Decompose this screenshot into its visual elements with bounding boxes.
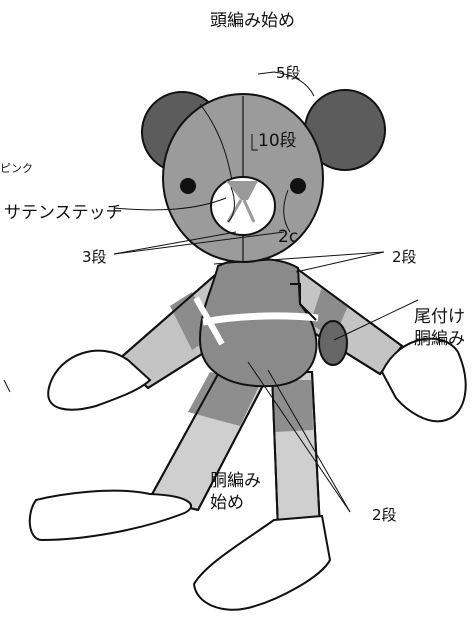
- mouth-line: [227, 186, 235, 223]
- right-paw: [380, 337, 467, 423]
- nose-satin-stitch: [226, 181, 258, 200]
- head-start-label: 頭編み始め: [210, 11, 295, 31]
- leader-lines: [3, 71, 419, 513]
- right-foot: [192, 514, 332, 611]
- muzzle: [210, 176, 276, 236]
- left-foot: [28, 489, 193, 542]
- right-leg: [270, 371, 322, 532]
- body-start-label-2: 始め: [210, 493, 244, 513]
- torso: [198, 257, 318, 388]
- mouth-stitch: [226, 199, 256, 223]
- tail-attach-label-1: 尾付け: [414, 307, 465, 327]
- tail-attach-label-2: 胴編み: [414, 329, 465, 349]
- tail: [318, 320, 348, 366]
- rows-3-label: 3段: [82, 248, 107, 266]
- right-shoulder-notch: [290, 283, 317, 321]
- rows-2-leg-label: 2段: [372, 506, 397, 524]
- left-leg: [148, 354, 274, 512]
- left-sleeve-stripe: [193, 296, 225, 346]
- rows-5-label: 5段: [276, 64, 301, 82]
- satin-stitch-label: サテンステッチ: [4, 203, 123, 223]
- left-eye: [180, 178, 196, 194]
- rows-2c-label: 2c: [278, 227, 298, 247]
- row-line-3: [283, 189, 291, 233]
- pink-label: ピンク: [0, 162, 33, 175]
- rows-10-label: 10段: [258, 131, 297, 151]
- body-start-label-1: 胴編み: [210, 471, 261, 491]
- right-eye: [290, 178, 306, 194]
- left-paw: [47, 349, 152, 411]
- rows-2-shoulder-label: 2段: [392, 248, 417, 266]
- shirt-stripe: [202, 312, 319, 326]
